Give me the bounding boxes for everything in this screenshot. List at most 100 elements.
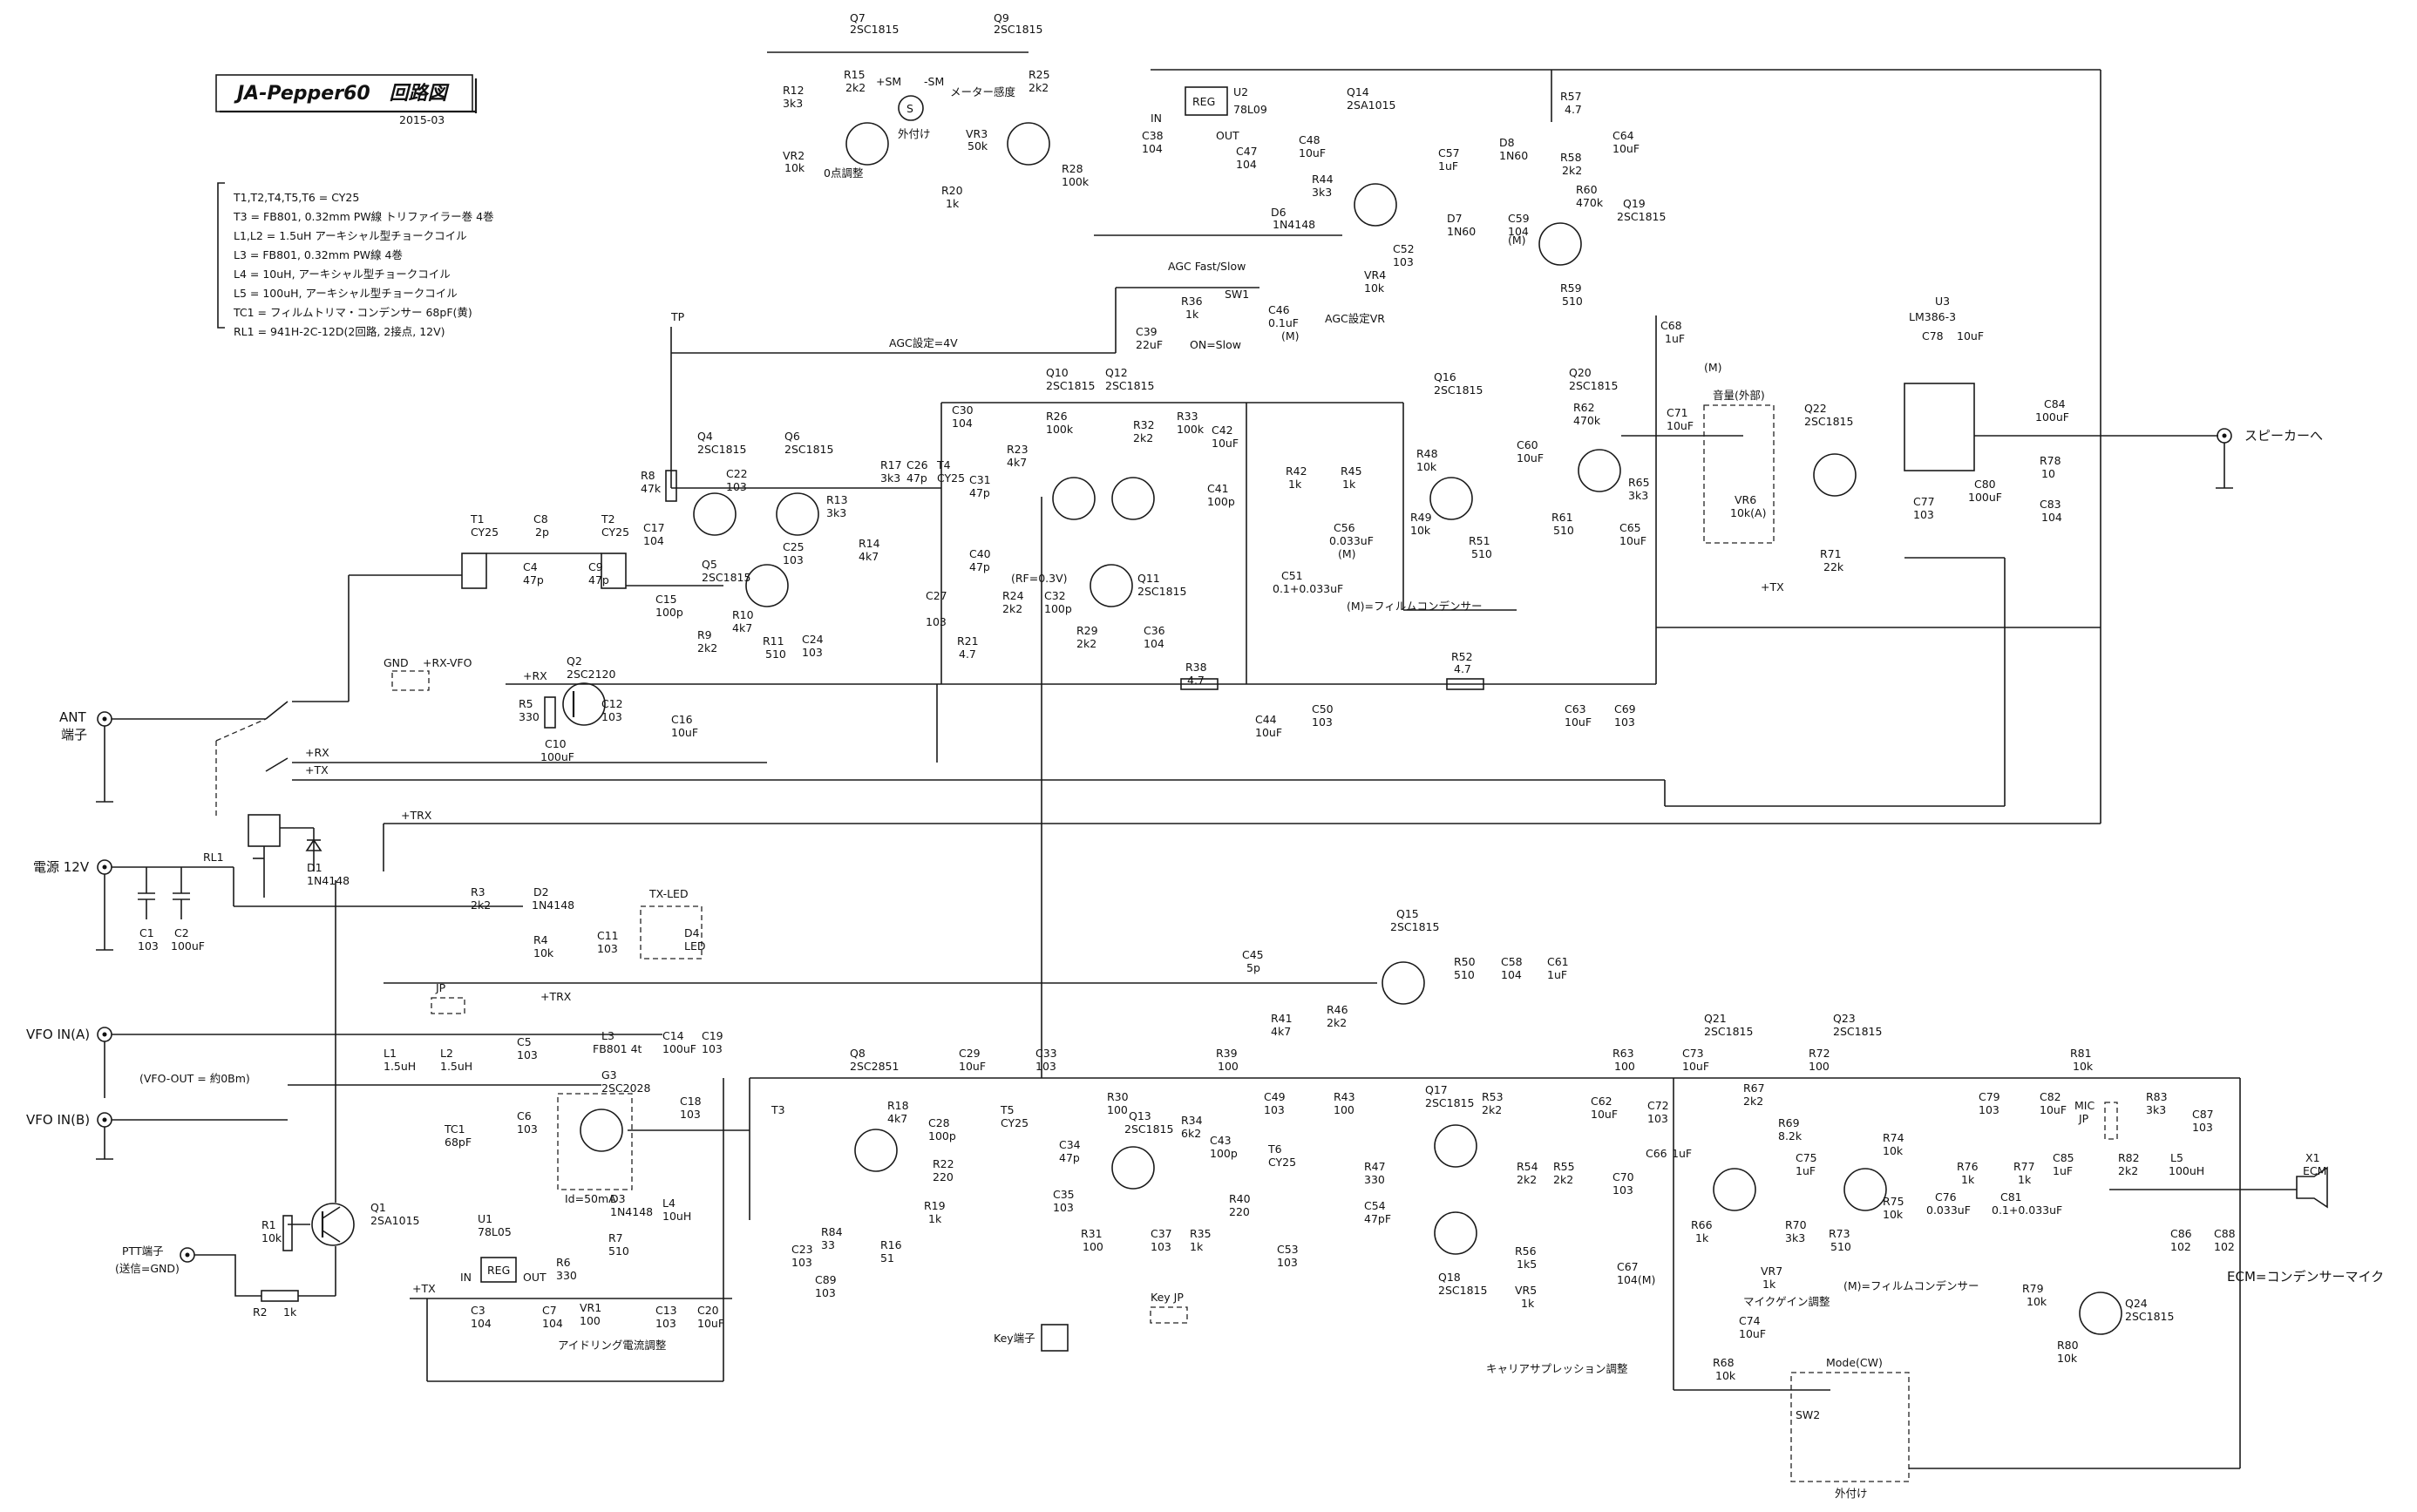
c68t-label: 1uF <box>1665 332 1685 345</box>
r35t-label: 1k <box>1190 1240 1204 1253</box>
r18t-label: 4k7 <box>887 1112 907 1125</box>
c83t-label: 104 <box>2041 511 2062 524</box>
c38-label: C38 <box>1142 129 1164 142</box>
r33t-label: 100k <box>1177 423 1205 436</box>
s-label: S <box>906 102 913 115</box>
agc-set-label: AGC設定=4V <box>889 336 958 349</box>
q13-label: Q13 <box>1129 1109 1151 1122</box>
q15-label: Q15 <box>1396 907 1419 920</box>
q8-label: Q8 <box>850 1047 866 1060</box>
u3t-label: LM386-3 <box>1909 310 1956 323</box>
c5t-label: 103 <box>517 1048 538 1061</box>
r65t-label: 3k3 <box>1628 489 1648 502</box>
r58t-label: 2k2 <box>1562 164 1582 177</box>
c1t-label: 103 <box>138 939 159 953</box>
c10t-label: 100uF <box>540 750 574 763</box>
r42t-label: 1k <box>1288 478 1302 491</box>
r44-label: R44 <box>1312 173 1334 186</box>
r2t-label: 1k <box>283 1305 297 1319</box>
c31-label: C31 <box>969 473 991 486</box>
c76t-label: 0.033uF <box>1926 1203 1971 1217</box>
r14-label: R14 <box>859 537 880 550</box>
c24-label: C24 <box>802 633 824 646</box>
c84-label: C84 <box>2044 397 2066 410</box>
q6-label: Q6 <box>784 430 800 443</box>
q5t-label: 2SC1815 <box>702 571 750 584</box>
q6t-label: 2SC1815 <box>784 443 833 456</box>
c74t-label: 10uF <box>1739 1327 1766 1340</box>
r66t-label: 1k <box>1695 1231 1709 1244</box>
l1-label: L1 <box>384 1047 397 1060</box>
r83t-label: 3k3 <box>2146 1103 2166 1116</box>
c23-label: C23 <box>791 1243 813 1256</box>
r73-label: R73 <box>1829 1227 1850 1240</box>
key-jack: Key端子 Key JP <box>994 1291 1188 1352</box>
r63t-label: 100 <box>1614 1060 1635 1073</box>
out-label: OUT <box>1216 129 1239 142</box>
r71t-label: 22k <box>1823 560 1844 573</box>
vr3t-label: 50k <box>967 139 988 153</box>
r75t-label: 10k <box>1883 1208 1904 1221</box>
r76-label: R76 <box>1957 1160 1979 1173</box>
r25t-label: 2k2 <box>1029 81 1049 94</box>
r7t-label: 510 <box>608 1244 629 1258</box>
relay-contacts: +RX +TX +TRX <box>233 436 2101 907</box>
r1t-label: 10k <box>261 1231 282 1244</box>
r20-label: R20 <box>941 184 963 197</box>
r18-label: R18 <box>887 1099 909 1112</box>
r59t-label: 510 <box>1562 295 1583 308</box>
c32t-label: 100p <box>1044 602 1072 615</box>
vr4t-label: 10k <box>1364 281 1385 295</box>
c19t-label: 103 <box>702 1042 723 1055</box>
tx-label: +TX <box>305 763 329 776</box>
l5t-label: 100uH <box>2169 1164 2204 1177</box>
c44t-label: 10uF <box>1255 726 1282 739</box>
r51t-label: 510 <box>1471 547 1492 560</box>
c75-label: C75 <box>1796 1151 1817 1164</box>
q12-label: Q12 <box>1105 366 1128 379</box>
r47-label: R47 <box>1364 1160 1386 1173</box>
c34t-label: 47p <box>1059 1151 1080 1164</box>
r79t-label: 10k <box>2027 1295 2047 1308</box>
r21-label: R21 <box>957 634 979 648</box>
r56t-label: 1k5 <box>1517 1258 1537 1271</box>
c17-label: C17 <box>643 521 665 534</box>
trx-label: +TRX <box>540 990 572 1003</box>
c46t-label: 0.1uF <box>1268 316 1299 329</box>
c65t-label: 10uF <box>1619 534 1646 547</box>
u2t-label: 78L09 <box>1233 103 1267 116</box>
title-block: JA-Pepper60 回路図 2015-03 <box>215 74 478 126</box>
c50t-label: 103 <box>1312 715 1333 729</box>
c51t-label: 0.1+0.033uF <box>1273 582 1343 595</box>
c9t-label: 47p <box>588 573 609 586</box>
r83-label: R83 <box>2146 1090 2168 1103</box>
sw1-label: SW1 <box>1225 288 1249 301</box>
r9t-label: 2k2 <box>697 641 717 654</box>
sm-p-label: +SM <box>876 75 901 88</box>
t4t-label: CY25 <box>937 471 965 485</box>
r6t-label: 330 <box>556 1269 577 1282</box>
r2-label: R2 <box>253 1305 268 1319</box>
r47t-label: 330 <box>1364 1173 1385 1186</box>
r29t-label: 2k2 <box>1076 637 1096 650</box>
micjp-label: JP <box>2078 1112 2089 1125</box>
u2-label: U2 <box>1233 85 1248 98</box>
tx-label: +TX <box>1761 580 1784 593</box>
c27t-label: 103 <box>926 615 947 628</box>
r81t-label: 10k <box>2073 1060 2094 1073</box>
r3-label: R3 <box>471 885 485 898</box>
r81-label: R81 <box>2070 1047 2092 1060</box>
c78-label: C78 <box>1922 329 1944 342</box>
rx-label: +RX <box>305 746 329 759</box>
l3-label: L3 <box>601 1029 614 1042</box>
c47-label: C47 <box>1236 145 1258 158</box>
c77-label: C77 <box>1913 495 1935 508</box>
r55t-label: 2k2 <box>1553 1173 1573 1186</box>
r77t-label: 1k <box>2018 1173 2032 1186</box>
c2t-label: 100uF <box>171 939 205 953</box>
c48-label: C48 <box>1299 133 1321 146</box>
